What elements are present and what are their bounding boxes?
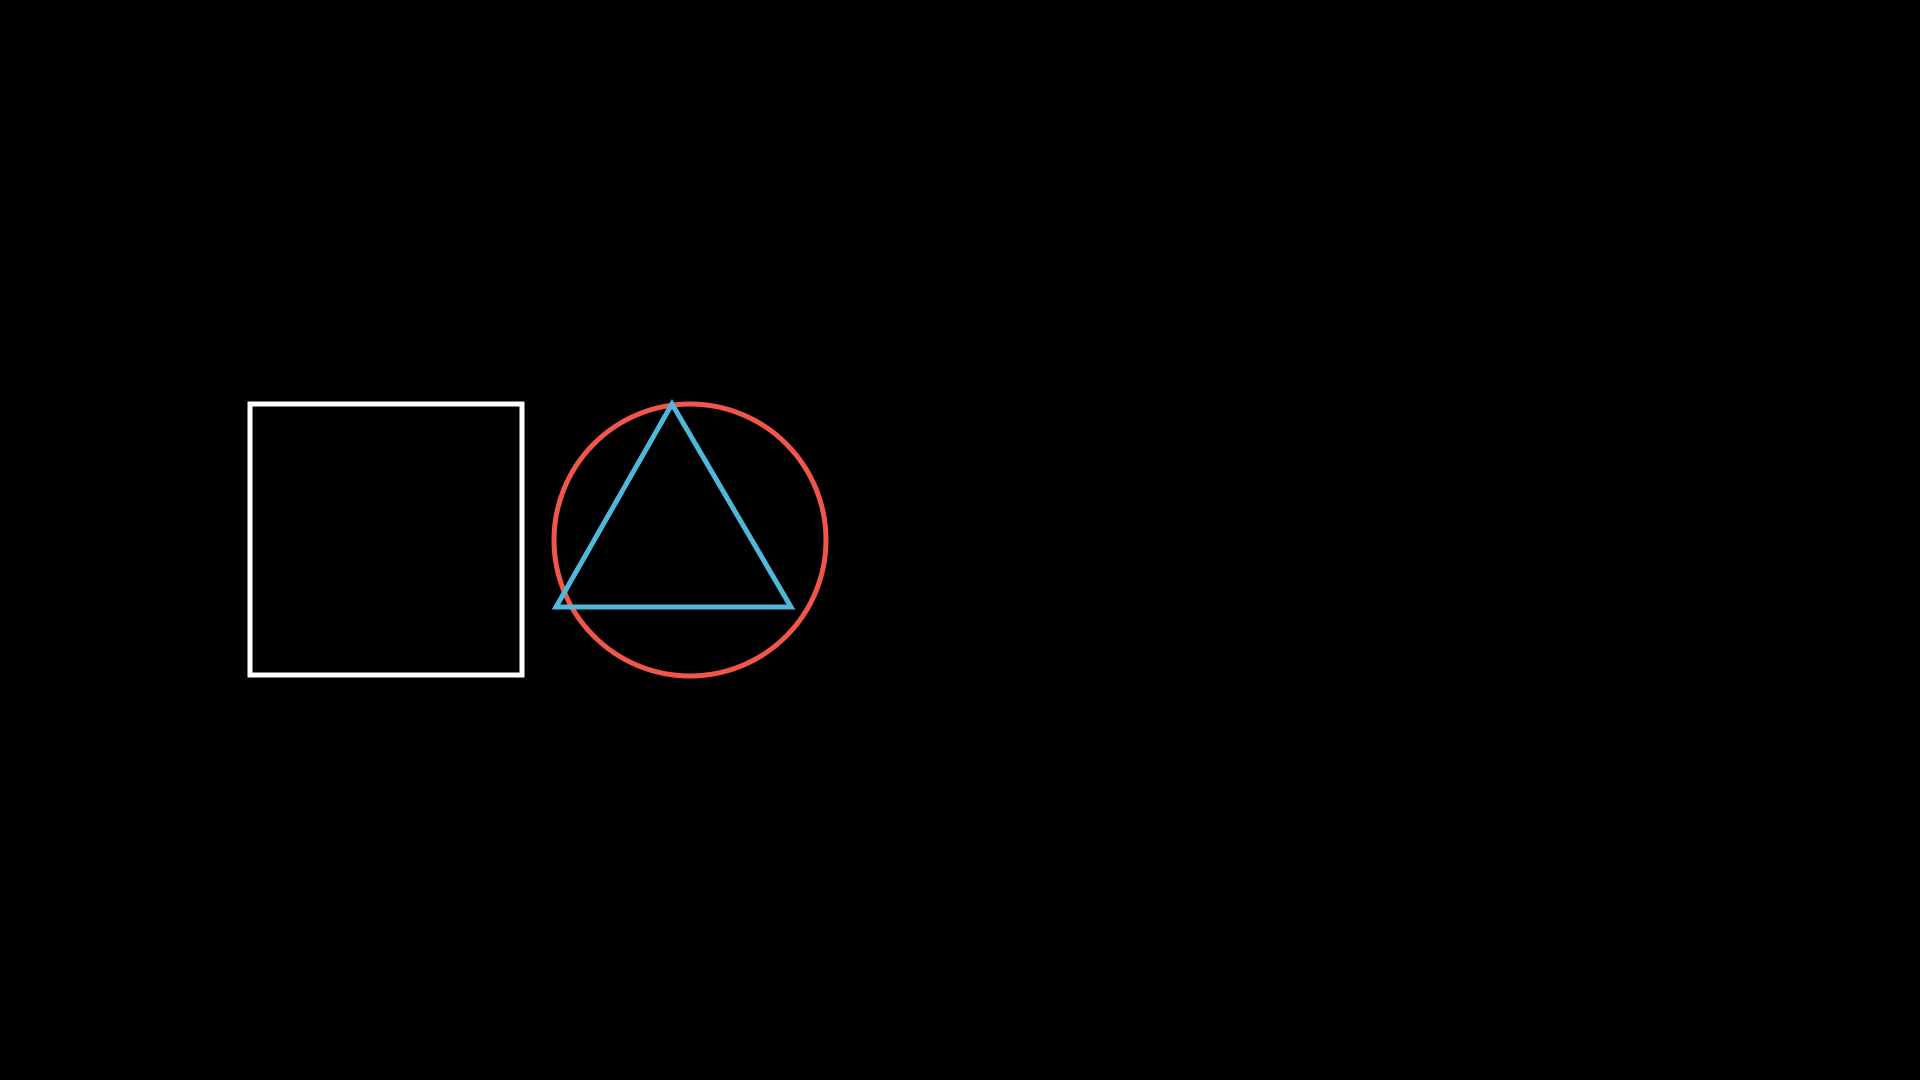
triangle-shape xyxy=(551,399,796,610)
square-shape xyxy=(247,401,525,678)
circle-shape xyxy=(551,401,829,679)
